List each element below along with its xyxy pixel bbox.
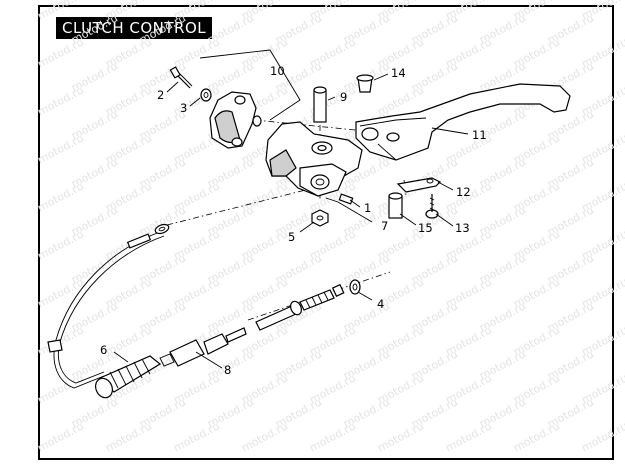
watermark-text: motod.ru [103,419,154,454]
callout-1: 1 [364,201,371,215]
watermark-text: motod.ru [579,419,625,454]
watermark-text: motod.ru [375,419,426,454]
callout-7: 7 [381,219,388,233]
part-8-adjuster [159,327,247,367]
part-2-bolt [169,66,193,89]
part-15-bushing [388,192,403,219]
callout-2: 2 [157,88,164,102]
diagram-frame [38,5,614,460]
watermark-text: motod.ru [35,35,86,70]
part-10-clamp [209,91,262,149]
watermark-text: motod.ru [239,419,290,454]
callout-11: 11 [472,128,487,142]
clutch-cable [47,223,170,389]
part-14-bushing [356,74,374,93]
watermark-text: motod.ru [511,419,562,454]
watermark-text: motod.ru [35,131,86,166]
callout-9: 9 [340,90,347,104]
callout-14: 14 [391,66,406,80]
callout-15: 15 [418,221,433,235]
part-1-screw [338,193,354,205]
callout-leaders [113,73,469,369]
part-6-cable-boot [95,355,162,399]
part-13-screw [425,194,439,219]
watermark-text: motod.ru [35,0,86,23]
part-3-washer [200,88,212,102]
part-9-pivot-pin [313,86,327,123]
watermark-text: motod.ru [35,227,86,262]
watermark-text: motod.ru [171,419,222,454]
watermark-text: motod.ru [35,83,86,118]
part-12-clip [396,177,442,193]
cable-end-fitting [255,283,345,331]
part-5-nut [311,209,329,227]
callout-8: 8 [224,363,231,377]
part-11-clutch-lever [355,83,571,161]
watermark-text: motod.ru [35,179,86,214]
callout-3: 3 [180,101,187,115]
callout-labels: 1 2 3 4 5 6 7 8 9 10 11 12 13 14 15 [100,64,487,377]
callout-5: 5 [288,230,295,244]
diagram-title: CLUTCH CONTROL [56,17,213,39]
watermark-text: motod.ru [307,419,358,454]
lever-bracket-housing [265,121,363,197]
part-4-washer [349,279,361,295]
watermark-text: motod.ru [35,371,86,406]
watermark-text: motod.ru [443,419,494,454]
part-10-leader [199,49,301,121]
callout-12: 12 [456,185,471,199]
watermark-text: motod.ru [35,419,86,454]
callout-10: 10 [270,64,285,78]
callout-13: 13 [455,221,470,235]
callout-6: 6 [100,343,107,357]
callout-4: 4 [377,297,384,311]
